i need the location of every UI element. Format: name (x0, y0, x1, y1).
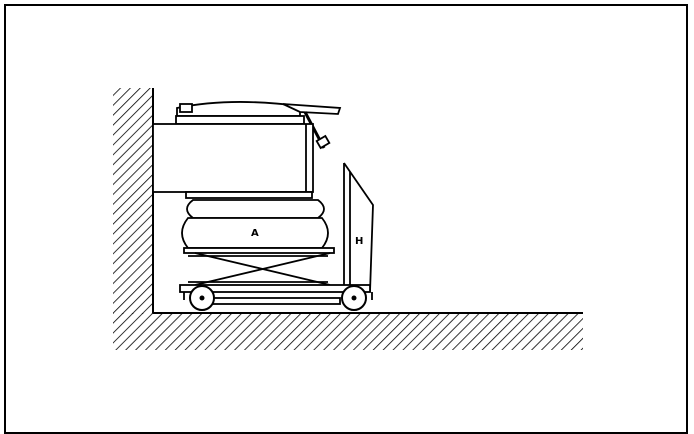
lift-diagram: A H (113, 88, 583, 350)
scissor-lift (183, 247, 335, 286)
wall-hatching (113, 88, 153, 314)
lift-upright-frame (343, 162, 374, 293)
wheel-right (341, 285, 367, 311)
lift-base (179, 284, 373, 305)
wheel-left (189, 285, 215, 311)
machine-unit (152, 101, 342, 199)
label-h: H (355, 236, 363, 247)
label-a: A (251, 228, 259, 239)
floor-hatching (113, 313, 583, 350)
cushion-a (181, 199, 329, 249)
